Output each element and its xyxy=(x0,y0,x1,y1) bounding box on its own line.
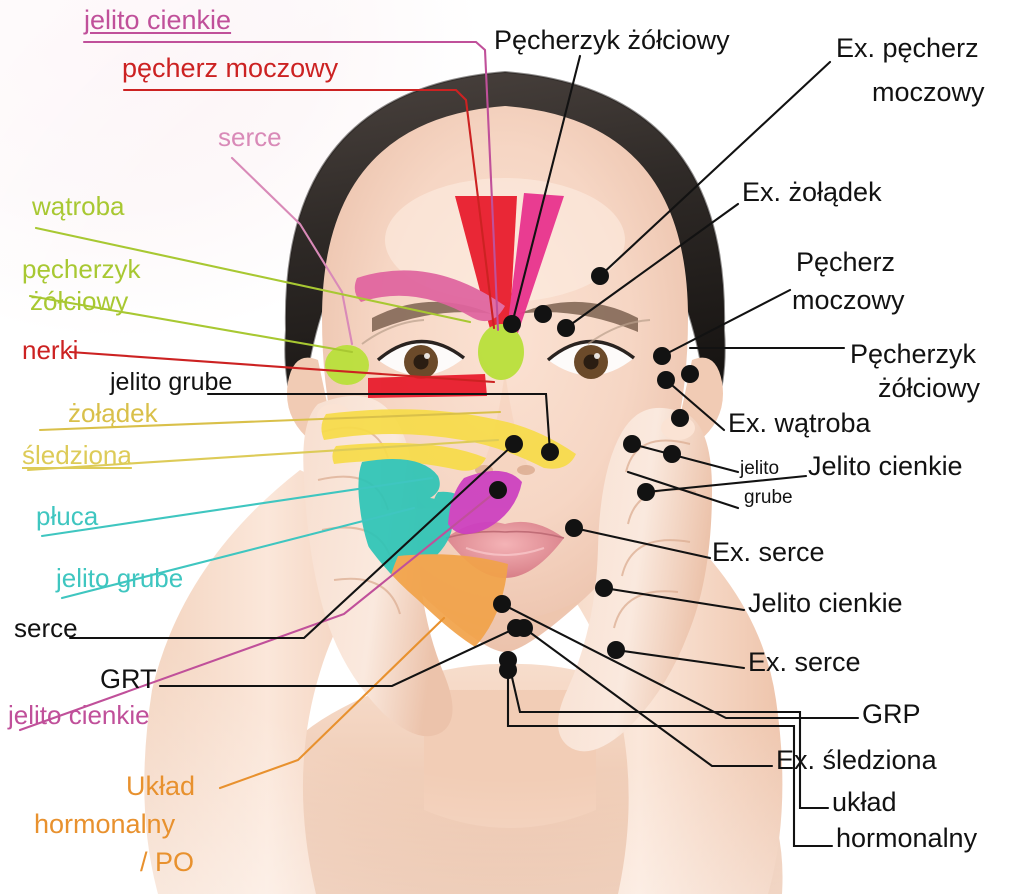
leader-pluca xyxy=(40,476,434,538)
leader-uklad-hormonalny xyxy=(218,616,446,790)
leader-nerki xyxy=(68,350,496,384)
label-hormonalny-black: hormonalny xyxy=(836,823,978,853)
zone-bridge-lime xyxy=(478,324,524,380)
label-pecherz-moczowy-r1: Pęcherz xyxy=(796,247,896,277)
leader-pecherz-moczowy xyxy=(122,88,496,330)
label-pecherz-moczowy-r2: moczowy xyxy=(792,285,905,315)
leader-grt xyxy=(158,626,518,688)
leader-ex-sledziona xyxy=(522,626,774,768)
leader-ex-watroba xyxy=(664,378,726,432)
leader-ex-serce-1 xyxy=(572,526,712,560)
label-ex-zoladek: Ex. żołądek xyxy=(742,177,882,207)
leader-jelito-cienkie-right-1 xyxy=(644,474,808,494)
leader-zoladek xyxy=(38,410,502,432)
label-jelito-cienkie-pink: jelito cienkie xyxy=(8,700,150,730)
leader-sledziona xyxy=(26,438,500,472)
leader-serce-black xyxy=(68,442,516,640)
label-uklad-orange-1: Układ xyxy=(126,771,196,801)
zone-brow-pink xyxy=(354,270,505,322)
label-grt: GRT xyxy=(100,664,157,694)
label-pecherzyk-zolciowy-r2: żółciowy xyxy=(878,373,981,403)
leader-watroba xyxy=(34,226,472,324)
label-ex-pecherz-moczowy-1: Ex. pęcherz xyxy=(836,33,979,63)
leader-serce-pink xyxy=(230,156,354,346)
reflex-point-dots xyxy=(489,267,699,679)
label-ex-watroba: Ex. wątroba xyxy=(728,408,871,438)
leader-grp xyxy=(500,602,860,720)
label-grp: GRP xyxy=(862,699,921,729)
label-jelito-cienkie-r2: Jelito cienkie xyxy=(748,588,903,618)
leader-ex-pecherz-moczowy xyxy=(598,60,832,278)
leader-ex-zoladek xyxy=(564,202,740,330)
label-jelito-grube-small-2: grube xyxy=(744,487,793,508)
label-ex-pecherz-moczowy-2: moczowy xyxy=(872,77,985,107)
leader-jelito-grube-small-2 xyxy=(626,470,740,510)
label-jelito-grube-small-1: jelito xyxy=(740,458,780,479)
zone-temple-lime xyxy=(325,345,369,385)
zone-cheek-yellow xyxy=(321,409,576,469)
zone-forehead-magenta xyxy=(506,193,564,338)
label-nerki: nerki xyxy=(22,335,79,365)
label-pluca: płuca xyxy=(36,501,99,531)
leader-jelito-cienkie-right-2 xyxy=(602,586,746,612)
leader-pecherzyk-zolciowy-top xyxy=(510,54,582,326)
label-watroba: wątroba xyxy=(32,191,125,221)
label-sledziona-left: śledziona xyxy=(22,440,132,470)
label-pecherzyk-zolciowy-l: pęcherzyk xyxy=(22,254,141,284)
zone-cheek-teal xyxy=(358,459,453,579)
leader-jelito-cienkie-top xyxy=(82,40,500,332)
leader-jelito-cienkie-pink xyxy=(18,488,500,732)
leader-pecherz-moczowy-right xyxy=(660,288,792,358)
label-uklad-orange-3: / PO xyxy=(140,847,195,877)
label-jelito-cienkie-r1: Jelito cienkie xyxy=(808,451,963,481)
leader-jelito-grube-black xyxy=(206,392,552,454)
leader-pecherzyk-zolciowy-left xyxy=(28,294,354,354)
label-jelito-cienkie-top: jelito cienkie xyxy=(84,5,232,35)
label-jelito-grube-black: jelito grube xyxy=(110,368,233,396)
label-zoladek: żołądek xyxy=(68,398,158,428)
label-pecherzyk-zolciowy-top: Pęcherzyk żółciowy xyxy=(494,25,730,55)
label-ex-sledziona: Ex. śledziona xyxy=(776,745,937,775)
leader-jelito-grube-teal xyxy=(60,506,416,600)
label-ex-serce-1: Ex. serce xyxy=(712,537,825,567)
label-jelito-grube-teal: jelito grube xyxy=(56,563,184,593)
leader-jelito-grube-small xyxy=(630,442,740,474)
label-uklad-orange-2: hormonalny xyxy=(34,809,176,839)
label-ex-serce-2: Ex. serce xyxy=(748,647,861,677)
leader-hormonalny-black xyxy=(506,668,834,848)
label-serce-pink: serce xyxy=(218,122,282,152)
leader-uklad-hormonalny-black xyxy=(506,658,830,810)
label-pecherzyk-zolciowy-r1: Pęcherzyk xyxy=(850,339,977,369)
label-pecherz-moczowy: pęcherz moczowy xyxy=(122,53,339,83)
label-uklad-black: układ xyxy=(832,787,897,817)
label-pecherzyk-zolciowy-l2: żółciowy xyxy=(30,286,129,316)
leader-ex-serce-2 xyxy=(614,648,746,670)
label-serce-black: serce xyxy=(14,613,78,643)
